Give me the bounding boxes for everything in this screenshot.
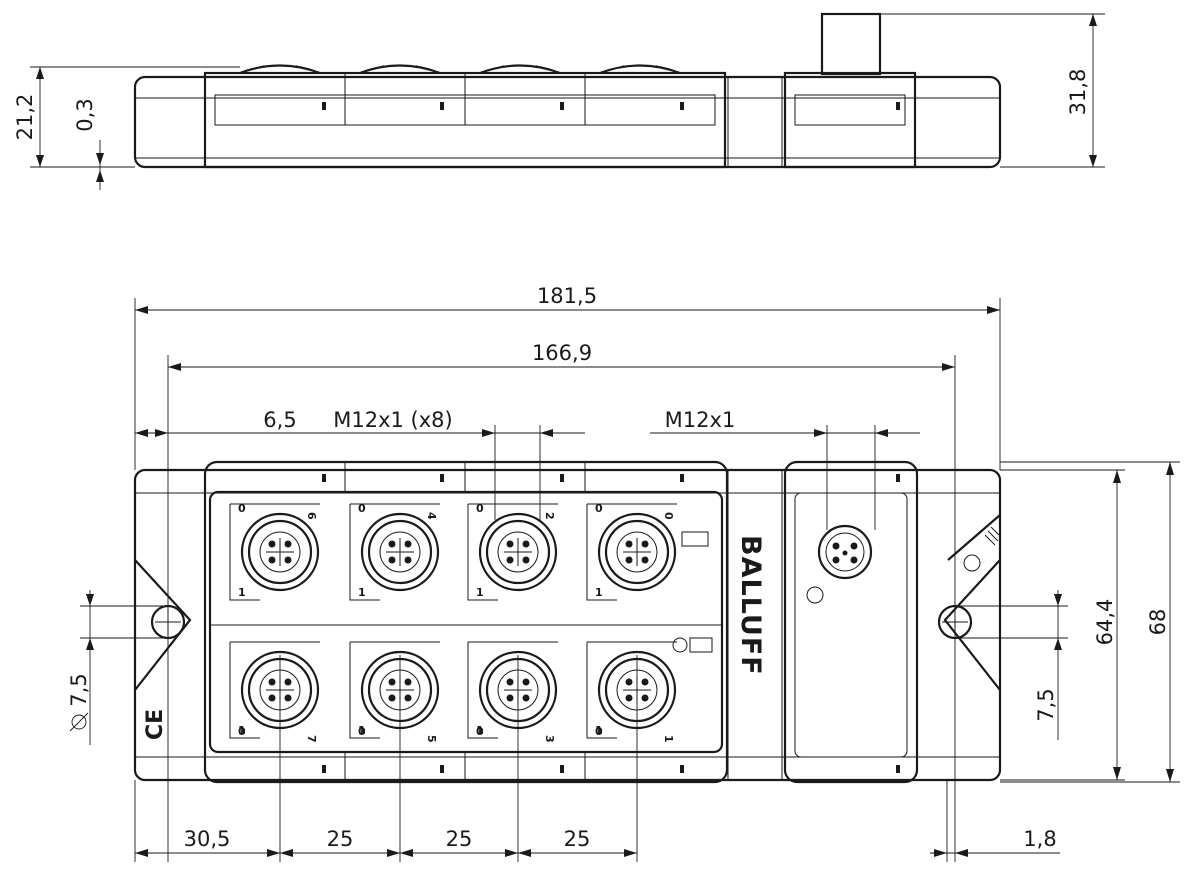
port-label: 0: [238, 502, 246, 515]
edge-offset-label: 6,5: [263, 408, 296, 432]
hole-spacing-label: 166,9: [532, 341, 592, 365]
overall-length-label: 181,5: [537, 284, 597, 308]
port-label: 0: [476, 725, 484, 738]
ce-mark: CE: [143, 709, 168, 740]
pin-label: 1: [476, 724, 484, 737]
pin: [641, 694, 649, 702]
pin: [625, 556, 633, 564]
pin: [404, 556, 412, 564]
pin: [404, 694, 412, 702]
port-pitch-3-label: 25: [564, 827, 591, 851]
pin: [522, 540, 530, 548]
flange-offset-label: 1,8: [1023, 827, 1056, 851]
hole-center-width-label: 64,4: [1093, 599, 1117, 646]
pin-label: 1: [595, 724, 603, 737]
total-height-label: 31,8: [1066, 69, 1090, 116]
port-pitch-2-label: 25: [446, 827, 473, 851]
port-connector: 0 2 1: [467, 502, 558, 601]
pin: [506, 694, 514, 702]
hole-diameter-label: 7,5: [67, 673, 91, 706]
pin: [404, 540, 412, 548]
pin: [404, 678, 412, 686]
pin: [522, 556, 530, 564]
port-connector: 0 4 1: [349, 502, 440, 601]
pin-label: 1: [358, 724, 366, 737]
port-label: 0: [238, 725, 246, 738]
port-label: 0: [595, 725, 603, 738]
overall-width-label: 68: [1146, 609, 1170, 636]
pin-label: 1: [358, 586, 366, 599]
hole-offset-label: 7,5: [1034, 688, 1058, 721]
brand-logo: BALLUFF: [735, 535, 766, 676]
bus-thread-label: M12x1: [665, 408, 736, 432]
port-label: 6: [305, 512, 318, 520]
pin: [625, 678, 633, 686]
pin: [268, 694, 276, 702]
port-label: 0: [476, 502, 484, 515]
pin: [388, 540, 396, 548]
port-label: 4: [425, 512, 438, 520]
port-connector: 0 7 1: [229, 641, 320, 743]
port-connector: 0 3 1: [467, 641, 558, 743]
pin: [284, 540, 292, 548]
pin: [625, 694, 633, 702]
port-connector: 0 5 1: [349, 641, 440, 743]
top-view: CE BALLUFF: [133, 460, 1002, 784]
port-label: 3: [543, 735, 556, 743]
port-label: 0: [358, 502, 366, 515]
pin-label: 1: [238, 586, 246, 599]
side-dimensions: 21,2 0,3 31,8: [13, 13, 1105, 190]
port-label: 0: [595, 502, 603, 515]
top-dimensions: 181,5 166,9 6,5 M12x1 (x8) M12x1 68: [67, 284, 1180, 862]
pin: [641, 678, 649, 686]
pin: [284, 678, 292, 686]
pin: [522, 694, 530, 702]
pin: [388, 694, 396, 702]
base-offset-label: 0,3: [73, 98, 97, 131]
pin: [641, 540, 649, 548]
port-pitch-1-label: 25: [327, 827, 354, 851]
pin-label: 1: [476, 586, 484, 599]
pin: [284, 694, 292, 702]
first-port-offset-label: 30,5: [184, 827, 231, 851]
pin: [641, 556, 649, 564]
port-label: 7: [305, 735, 318, 743]
port-label: 5: [425, 735, 438, 743]
pin: [388, 678, 396, 686]
bus-connector: [817, 524, 873, 580]
pin-label: 1: [238, 724, 246, 737]
pin: [268, 678, 276, 686]
pin: [506, 556, 514, 564]
port-label: 0: [358, 725, 366, 738]
pin: [388, 556, 396, 564]
pin: [268, 556, 276, 564]
port-thread-label: M12x1 (x8): [333, 408, 452, 432]
pin-label: 1: [595, 586, 603, 599]
pin: [506, 540, 514, 548]
body-height-label: 21,2: [13, 94, 37, 141]
pin: [284, 556, 292, 564]
pin: [268, 540, 276, 548]
pin: [522, 678, 530, 686]
pin: [506, 678, 514, 686]
side-view: [133, 12, 1002, 169]
port-label: 0: [662, 512, 675, 520]
port-connector: 0 6 1: [229, 502, 320, 601]
port-connector: 0 0 1: [586, 502, 677, 601]
port-connector: 011: [586, 641, 677, 743]
port-label: 2: [543, 512, 556, 520]
pin: [625, 540, 633, 548]
port-label: 1: [662, 735, 675, 743]
